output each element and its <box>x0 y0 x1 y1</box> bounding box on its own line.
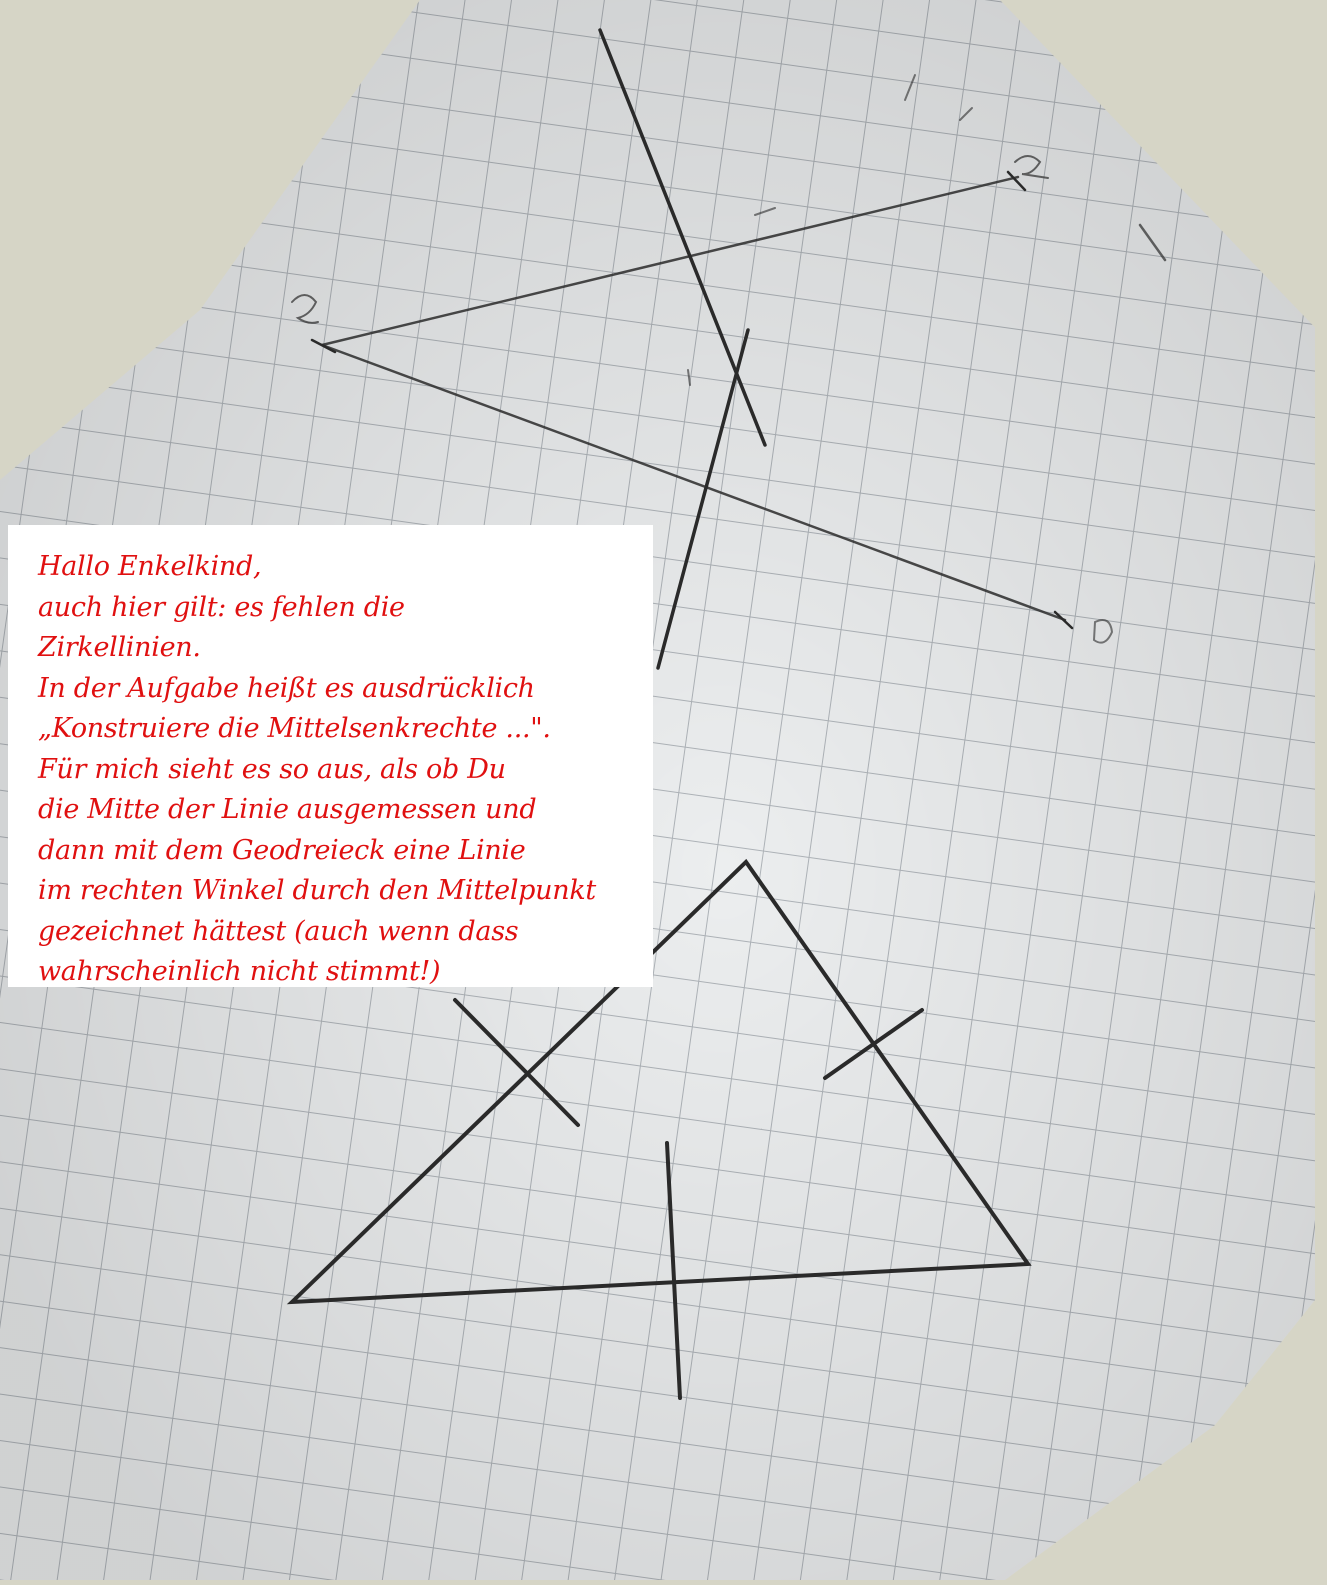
segment-p-q <box>320 343 1067 622</box>
faint-stroke-4 <box>754 207 776 216</box>
mark-q <box>1053 610 1074 630</box>
comment-line: im rechten Winkel durch den Mittelpunkt <box>38 875 596 906</box>
faint-stroke-3 <box>1138 223 1167 262</box>
comment-line: gezeichnet hättest (auch wenn dass <box>38 915 519 947</box>
comment-line: die Mitte der Linie ausgemessen und <box>38 794 537 825</box>
background-right <box>1000 0 1327 340</box>
faint-stroke-5 <box>687 369 691 386</box>
torn-paper-corner <box>0 0 420 480</box>
teacher-comment-box: Hallo Enkelkind, auch hier gilt: es fehl… <box>8 525 653 987</box>
comment-line: Zirkellinien. <box>38 632 201 663</box>
label-r <box>1014 155 1049 179</box>
perpendicular-bisector-pq <box>656 328 750 670</box>
comment-line: dann mit dem Geodreieck eine Linie <box>38 834 526 866</box>
label-p <box>291 294 319 324</box>
bisector-right-side <box>823 1008 924 1080</box>
mark-r <box>1006 170 1027 192</box>
mark-p <box>310 338 337 354</box>
label-q <box>1092 619 1114 644</box>
comment-line: „Konstruiere die Mittelsenkrechte ...". <box>38 713 551 744</box>
faint-stroke-1 <box>904 74 916 101</box>
comment-line: Für mich sieht es so aus, als ob Du <box>38 753 506 785</box>
comment-line: wahrscheinlich nicht stimmt!) <box>38 956 441 987</box>
comment-line: In der Aufgabe heißt es ausdrücklich <box>38 672 535 704</box>
bisector-base <box>665 1141 682 1400</box>
triangle <box>286 858 1032 1305</box>
segment-p-r <box>320 175 1020 347</box>
bisector-left-side <box>453 998 580 1127</box>
comment-line-greeting: Hallo Enkelkind, <box>38 551 262 582</box>
faint-stroke-2 <box>959 107 973 121</box>
comment-line: auch hier gilt: es fehlen die <box>38 591 405 623</box>
